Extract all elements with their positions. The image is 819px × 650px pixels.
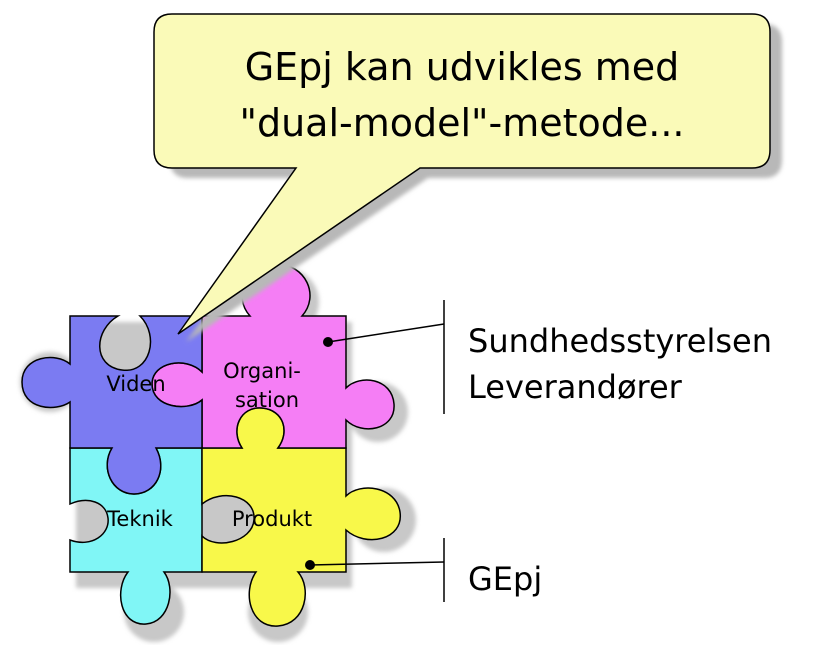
- piece-teknik-label: Teknik: [106, 507, 173, 531]
- piece-viden: [21, 315, 203, 495]
- annotation-produkt-line1: GEpj: [468, 560, 542, 598]
- annotation-organisation-leader: [327, 323, 445, 343]
- callout-text-line2: "dual-model"-metode...: [239, 101, 684, 145]
- callout-bubble: GEpj kan udvikles med "dual-model"-metod…: [153, 13, 782, 342]
- annotation-organisation-line1: Sundhedsstyrelsen: [468, 322, 772, 360]
- piece-viden-shape: [21, 315, 203, 495]
- piece-viden-label: Viden: [106, 372, 165, 396]
- piece-produkt-label: Produkt: [232, 507, 312, 531]
- callout-shape: [153, 13, 771, 335]
- piece-organisation-label-line1: Organi-: [223, 359, 301, 383]
- callout-text-line1: GEpj kan udvikles med: [245, 45, 680, 89]
- annotation-produkt-leader: [309, 561, 445, 566]
- annotation-organisation-line2: Leverandører: [468, 368, 683, 406]
- annotation-organisation: Sundhedsstyrelsen Leverandører: [323, 300, 772, 414]
- annotation-produkt: GEpj: [305, 538, 542, 602]
- piece-organisation-label-line2: sation: [235, 388, 299, 412]
